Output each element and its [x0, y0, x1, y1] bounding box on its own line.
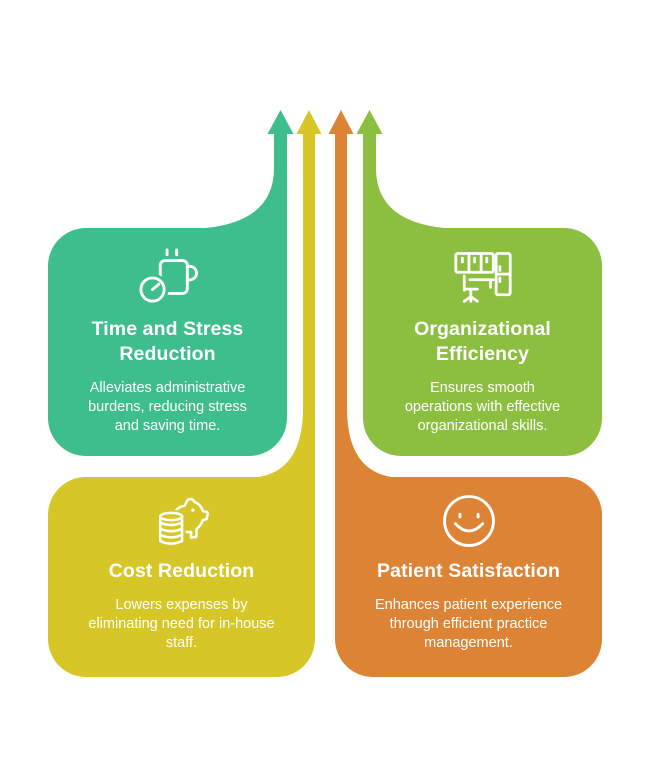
body-line: Lowers expenses by [115, 597, 248, 613]
body-line: operations with effective [404, 399, 561, 415]
body-line: Ensures smooth [430, 380, 535, 396]
body-line: staff. [165, 635, 198, 651]
piggy-bank-savings-icon [151, 491, 213, 551]
up-arrow-patient-satisfaction [328, 110, 404, 483]
title-line: Time and Stress [91, 318, 244, 340]
card-description: Ensures smooth operations with effective… [405, 379, 560, 436]
clock-and-cup-icon [136, 246, 200, 306]
card-cost-reduction: Cost Reduction Lowers expenses by elimin… [48, 477, 315, 677]
title-line: Efficiency [435, 343, 530, 365]
title-line: Organizational [414, 318, 551, 340]
body-line: and saving time. [114, 418, 221, 434]
card-title: Patient Satisfaction [377, 559, 560, 584]
body-line: burdens, reducing stress [88, 399, 247, 415]
card-organizational-efficiency: Organizational Efficiency Ensures smooth… [363, 228, 602, 456]
body-line: management. [424, 635, 513, 651]
body-line: Enhances patient experience [374, 597, 563, 613]
card-description: Enhances patient experience through effi… [375, 596, 562, 653]
up-arrow-time-stress [184, 110, 294, 234]
smiley-face-icon [440, 491, 498, 551]
up-arrow-organizational-efficiency [356, 110, 466, 234]
card-title: Time and Stress Reduction [92, 317, 244, 367]
title-line: Cost Reduction [108, 560, 255, 582]
body-line: Alleviates administrative [89, 380, 246, 396]
card-description: Alleviates administrative burdens, reduc… [88, 379, 247, 436]
body-line: eliminating need for in-house [88, 616, 275, 632]
up-arrow-cost-reduction [246, 110, 322, 483]
card-time-stress-reduction: Time and Stress Reduction Alleviates adm… [48, 228, 287, 456]
card-title: Organizational Efficiency [414, 317, 551, 367]
office-furniture-icon [452, 246, 514, 306]
title-line: Patient Satisfaction [377, 560, 560, 582]
card-description: Lowers expenses by eliminating need for … [88, 596, 274, 653]
body-line: organizational skills. [417, 418, 548, 434]
card-patient-satisfaction: Patient Satisfaction Enhances patient ex… [335, 477, 602, 677]
body-line: through efficient practice [389, 616, 548, 632]
card-title: Cost Reduction [109, 559, 254, 584]
title-line: Reduction [119, 343, 216, 365]
